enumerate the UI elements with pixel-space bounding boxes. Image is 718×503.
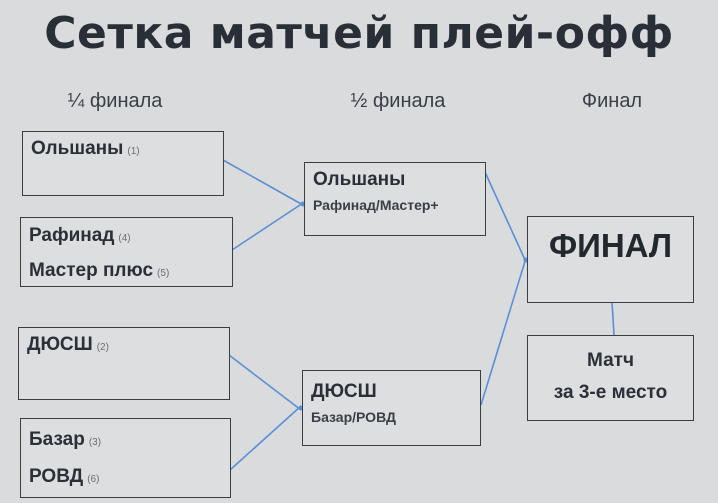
round-header-semifinal: ½ финала (350, 90, 446, 112)
semifinal-match-1: Ольшаны Рафинад/Мастер+ (304, 162, 486, 236)
team-seed: (5) (157, 268, 170, 279)
round-header-quarterfinal: ¼ финала (67, 90, 163, 112)
team-name: ДЮСШ (27, 334, 93, 355)
team-seed: (2) (96, 342, 109, 353)
quarterfinal-match-2: Рафинад(4) Мастер плюс(5) (20, 217, 233, 287)
team-seed: (1) (127, 146, 140, 157)
connector-sf2-final (480, 257, 527, 406)
third-place-line2: за 3-е место (553, 382, 668, 403)
page-title: Сетка матчей плей-офф (44, 8, 674, 59)
quarterfinal-match-4: Базар(3) РОВД(6) (20, 418, 231, 498)
team-name: Ольшаны (313, 169, 406, 190)
team-entry: РОВД(6) (21, 460, 230, 497)
team-entry: Ольшаны(1) (23, 132, 223, 169)
team-name: РОВД (29, 466, 84, 487)
team-name: Ольшаны (31, 138, 124, 159)
connector-final-third (611, 301, 615, 336)
third-place-line1: Матч (587, 350, 634, 371)
team-seed: (4) (118, 233, 131, 244)
opponent-label: Базар/РОВД (311, 409, 396, 425)
connector-qf2-sf1 (231, 202, 304, 251)
team-name: Базар (29, 429, 85, 450)
round-header-final: Финал (581, 90, 643, 112)
opponent-label: Рафинад/Мастер+ (313, 197, 439, 213)
final-label: ФИНАЛ (548, 227, 673, 264)
connector-qf4-sf2 (229, 405, 302, 471)
quarterfinal-match-3: ДЮСШ(2) (18, 327, 230, 400)
team-name: ДЮСШ (311, 381, 377, 402)
connector-sf1-final (484, 171, 527, 263)
connector-qf1-sf1 (222, 159, 304, 206)
team-name: Мастер плюс (29, 260, 154, 281)
team-entry: Мастер плюс(5) (21, 255, 232, 290)
team-entry: ДЮСШ(2) (19, 328, 229, 365)
team-name: Рафинад (29, 225, 115, 246)
third-place-match: Матч за 3-е место (527, 335, 694, 421)
team-seed: (3) (88, 437, 102, 448)
team-seed: (6) (87, 474, 100, 485)
team-entry: Рафинад(4) (21, 220, 232, 255)
connector-qf3-sf2 (228, 354, 302, 411)
semifinal-match-2: ДЮСШ Базар/РОВД (302, 370, 481, 446)
team-entry: Базар(3) (21, 423, 230, 460)
quarterfinal-match-1: Ольшаны(1) (22, 131, 224, 196)
final-match: ФИНАЛ (527, 216, 694, 303)
